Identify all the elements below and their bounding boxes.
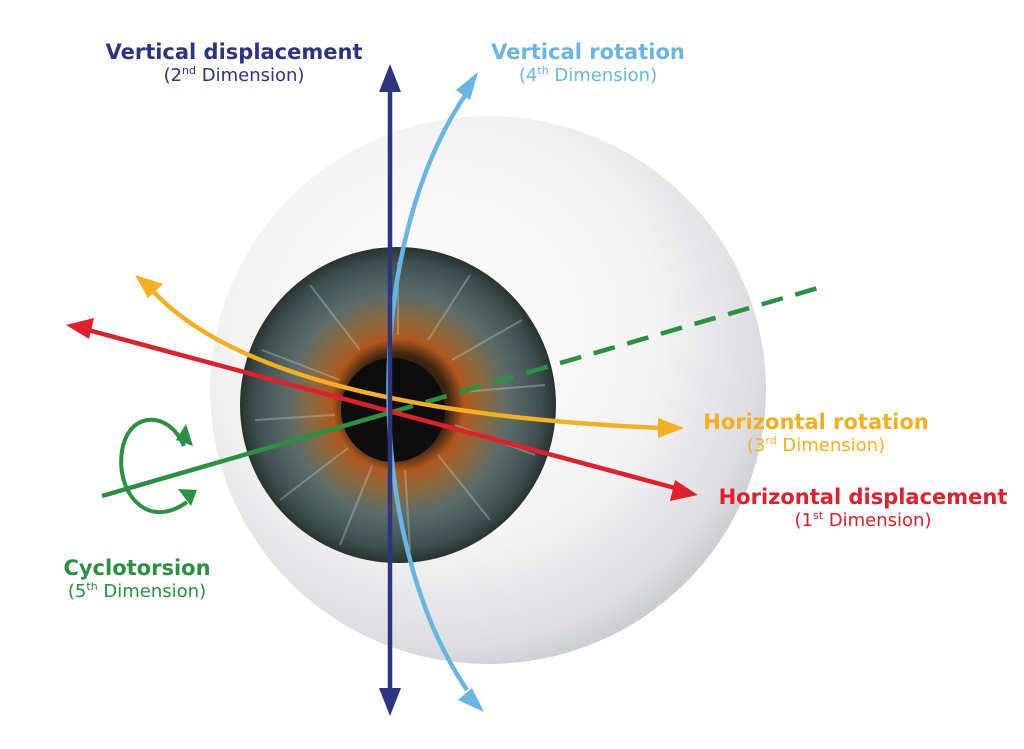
arrow-head-icon	[379, 64, 401, 92]
label-title: Horizontal displacement	[718, 485, 1008, 509]
arrow-head-icon	[670, 480, 698, 501]
label-title: Cyclotorsion	[63, 556, 211, 580]
horizontal-displacement-arrow	[66, 318, 698, 501]
arrow-head-icon	[135, 275, 163, 298]
label-dimension: (5th Dimension)	[67, 580, 207, 603]
horizontal-rotation-arrow	[135, 275, 684, 438]
label-dimension: (4th Dimension)	[518, 64, 658, 87]
arrow-head-icon	[458, 688, 484, 712]
label-vertical-rotation: Vertical rotation (4th Dimension)	[480, 40, 696, 87]
vertical-displacement-arrow	[379, 64, 401, 716]
cyclotorsion-axis-dashed	[391, 285, 819, 415]
label-title: Vertical displacement	[105, 40, 363, 64]
label-dimension: (3rd Dimension)	[746, 434, 886, 457]
arrow-head-icon	[66, 318, 94, 339]
rotation-arrow-icon	[119, 417, 197, 515]
label-title: Horizontal rotation	[703, 410, 929, 434]
label-horizontal-rotation: Horizontal rotation (3rd Dimension)	[698, 410, 934, 457]
label-title: Vertical rotation	[491, 40, 685, 64]
arrow-head-icon	[379, 688, 401, 716]
arrow-head-icon	[456, 72, 478, 100]
arrow-head-icon	[658, 418, 684, 438]
eyeball-illustration	[210, 116, 766, 664]
label-dimension: (1st Dimension)	[794, 509, 932, 532]
iris-fibers	[254, 262, 546, 551]
label-cyclotorsion: Cyclotorsion (5th Dimension)	[42, 556, 232, 603]
label-dimension: (2nd Dimension)	[163, 64, 305, 87]
label-horizontal-displacement: Horizontal displacement (1st Dimension)	[710, 485, 1016, 532]
label-vertical-displacement: Vertical displacement (2nd Dimension)	[96, 40, 372, 87]
cyclotorsion-axis	[101, 409, 393, 499]
